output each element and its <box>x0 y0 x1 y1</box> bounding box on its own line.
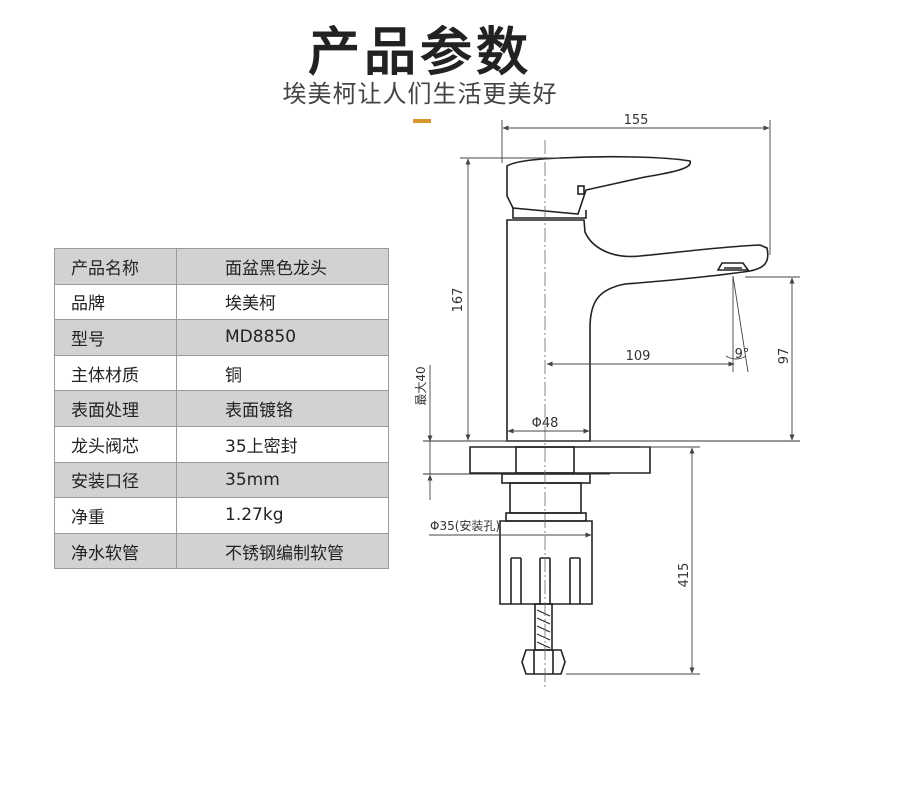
dim-spout-height <box>745 276 800 441</box>
spec-value: 铜 <box>176 354 389 392</box>
dim-body-label: Φ48 <box>532 416 559 431</box>
spec-value: 35上密封 <box>176 425 389 463</box>
spec-row: 净水软管不锈钢编制软管 <box>54 532 389 570</box>
spec-key: 净重 <box>54 497 177 534</box>
spec-value: 35mm <box>176 461 389 499</box>
spec-row: 表面处理表面镀铬 <box>54 390 389 427</box>
spec-key: 表面处理 <box>54 390 177 427</box>
spec-row: 产品名称面盆黑色龙头 <box>54 248 389 285</box>
dim-angle <box>725 275 749 373</box>
dim-total-label: 415 <box>677 563 692 588</box>
spec-key: 龙头阀芯 <box>54 425 177 463</box>
spec-key: 净水软管 <box>54 532 177 570</box>
handle-knob <box>577 185 585 195</box>
dim-height-label: 167 <box>451 288 466 313</box>
dim-deck-label: 最大40 <box>414 366 428 405</box>
dim-hole-label: Φ35(安装孔) <box>430 518 500 533</box>
dim-spout-height-label: 97 <box>777 348 792 365</box>
spec-value: 埃美柯 <box>176 283 389 321</box>
accent-bar <box>413 119 431 123</box>
spec-value: 表面镀铬 <box>176 390 389 427</box>
spec-key: 品牌 <box>54 283 177 321</box>
dim-width-label: 155 <box>624 113 649 128</box>
dim-height <box>460 157 560 441</box>
spec-row: 品牌埃美柯 <box>54 283 389 321</box>
spec-key: 型号 <box>54 319 177 356</box>
page-title: 产品参数 <box>307 23 532 83</box>
deck-lines <box>423 440 800 475</box>
dim-width <box>501 120 771 255</box>
dim-total <box>566 446 700 675</box>
dim-spout-label: 109 <box>626 349 651 364</box>
spec-row: 主体材质铜 <box>54 354 389 392</box>
spec-value: 面盆黑色龙头 <box>176 248 389 285</box>
faucet-outline <box>469 155 769 675</box>
page-subtitle: 埃美柯让人们生活更美好 <box>282 80 558 108</box>
dim-angle-label: 9° <box>735 347 750 362</box>
spec-key: 安装口径 <box>54 461 177 499</box>
spec-value: MD8850 <box>176 319 389 356</box>
spec-value: 1.27kg <box>176 497 389 534</box>
spec-value: 不锈钢编制软管 <box>176 532 389 570</box>
